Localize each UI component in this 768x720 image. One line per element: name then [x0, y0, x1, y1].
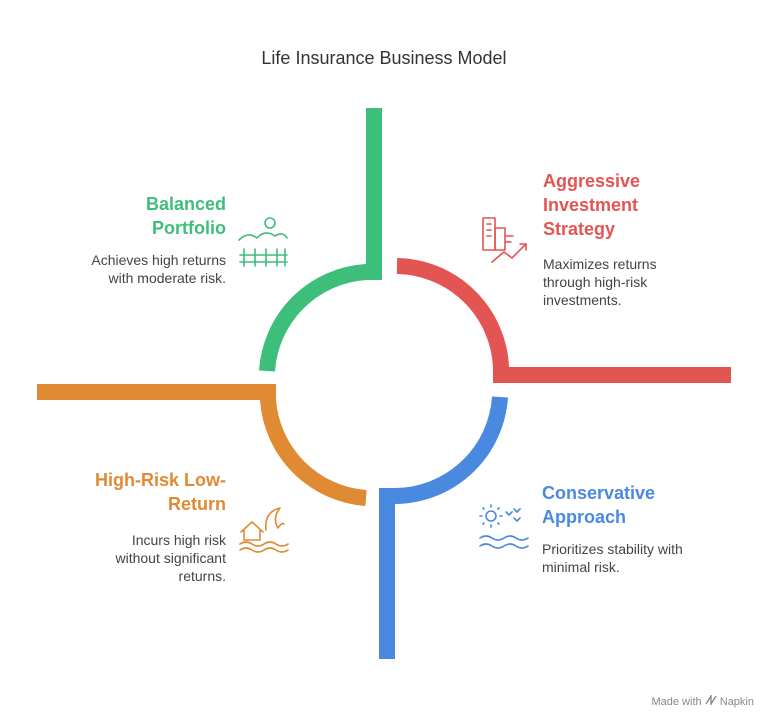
- balanced-portfolio-description: Achieves high returns with moderate risk…: [91, 252, 226, 286]
- high-risk-low-return-description: Incurs high risk without significant ret…: [115, 532, 226, 584]
- aggressive-strategy-title: Aggressive Investment Strategy: [543, 171, 641, 239]
- conservative-approach-description: Prioritizes stability with minimal risk.: [542, 541, 683, 575]
- city-growth-icon: [482, 217, 527, 263]
- aggressive-strategy-description: Maximizes returns through high-risk inve…: [543, 256, 657, 308]
- conservative-approach-arc: [379, 396, 508, 659]
- house-wave-icon: [239, 507, 289, 553]
- high-risk-low-return-title: High-Risk Low- Return: [95, 470, 226, 514]
- balanced-portfolio-title: Balanced Portfolio: [145, 194, 226, 238]
- conservative-approach-title: Conservative Approach: [542, 483, 656, 527]
- sun-water-icon: [479, 504, 529, 549]
- high-risk-low-return-arc: [37, 384, 367, 506]
- aggressive-strategy-arc: [396, 258, 731, 383]
- napkin-brand-label: Napkin: [719, 695, 754, 708]
- napkin-logo-icon: [705, 693, 717, 708]
- diagram-title: Life Insurance Business Model: [261, 48, 507, 68]
- made-with-napkin-credit[interactable]: Made with Napkin: [651, 693, 754, 708]
- balanced-portfolio-arc: [259, 108, 382, 372]
- landscape-fence-icon: [238, 217, 288, 267]
- made-with-label: Made with: [651, 695, 702, 708]
